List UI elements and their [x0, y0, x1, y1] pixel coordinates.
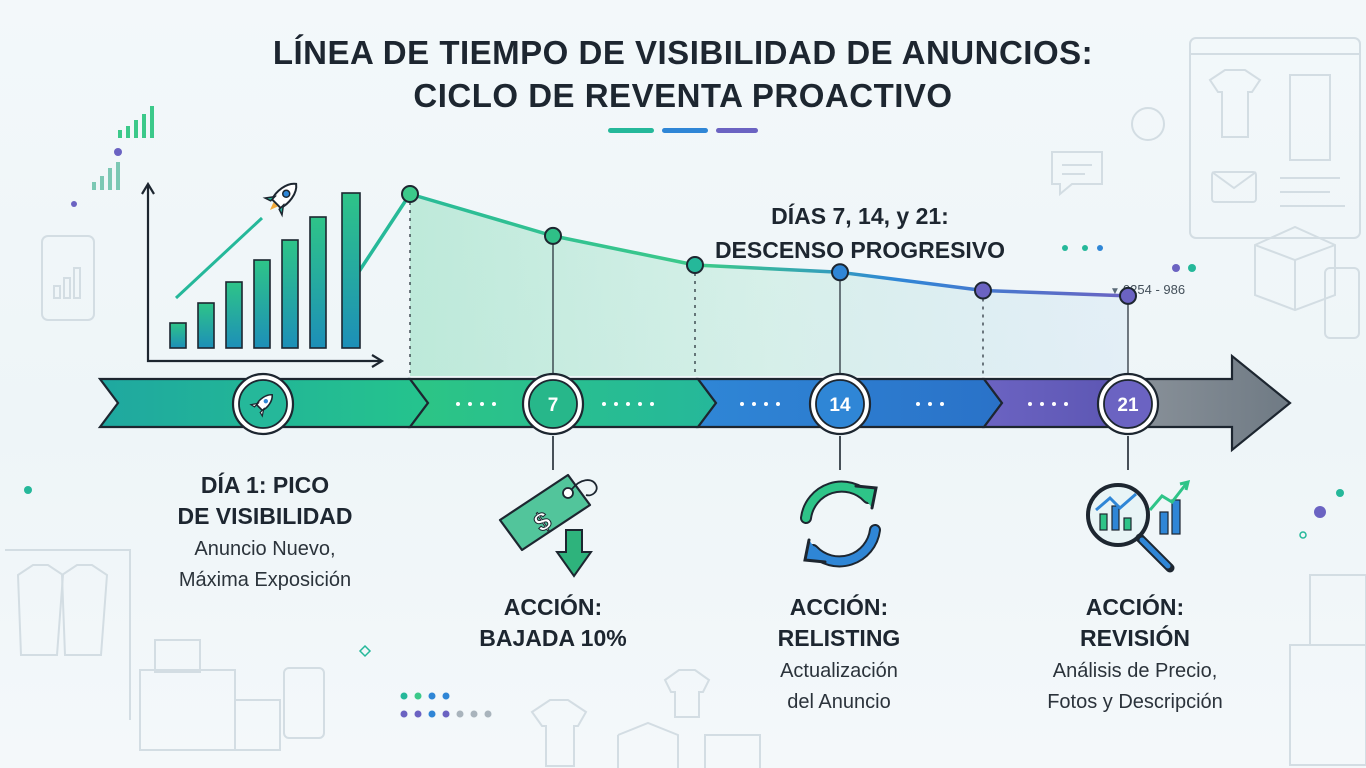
mail-icon [1211, 171, 1257, 203]
triangle-icon: ▼ [1110, 286, 1120, 297]
stage-day21: ACCIÓN: REVISIÓN Análisis de Precio, Fot… [1000, 592, 1270, 718]
curve-point [686, 256, 704, 274]
reference-code: ▼0254 - 986 [1110, 282, 1185, 297]
curve-point [974, 281, 992, 300]
whatsapp-icon [1131, 107, 1165, 141]
curve-drop-lines [409, 202, 1129, 376]
tshirt-icon [1208, 69, 1262, 138]
curve-points [401, 185, 1137, 305]
box-icon [1254, 225, 1336, 312]
stage-day7-heading-line1: ACCIÓN: [503, 594, 603, 620]
stage-day21-desc-line2: Fotos y Descripción [1047, 691, 1223, 713]
stage-day14-heading-line2: RELISTING [777, 625, 901, 651]
clothes-rack-icon [5, 549, 131, 720]
curve-point [1119, 286, 1137, 305]
phone-chart-icon [41, 235, 95, 321]
timeline-node-day7: 7 [521, 372, 585, 436]
curve-point [831, 263, 849, 282]
reference-code-text: 0254 - 986 [1122, 282, 1186, 297]
node-rocket-icon [249, 394, 273, 418]
decorative-dots [24, 148, 1344, 718]
signal-bars-icon [118, 106, 154, 138]
stage-day7-heading-line2: BAJADA 10% [479, 625, 627, 651]
curve-point [544, 226, 562, 245]
stage-day1-heading-line2: DE VISIBILIDAD [177, 503, 353, 529]
phone-icon [1324, 267, 1360, 339]
stage-day14-heading-line1: ACCIÓN: [789, 594, 889, 620]
rocket-icon [262, 182, 298, 218]
stage-day1-desc-line1: Anuncio Nuevo, [194, 538, 336, 560]
signal-bars-small-icon [92, 162, 120, 190]
chat-icon [1051, 151, 1103, 197]
stage-day1: DÍA 1: PICO DE VISIBILIDAD Anuncio Nuevo… [150, 470, 380, 596]
garment-icon [1289, 74, 1331, 161]
stage-day1-heading-line1: DÍA 1: PICO [200, 472, 330, 498]
stage-day21-heading-line1: ACCIÓN: [1085, 594, 1185, 620]
node-label-7: 7 [548, 395, 559, 416]
phase-subtitle-line2: DESCENSO PROGRESIVO [714, 237, 1006, 263]
timeline-node-day1 [231, 372, 295, 436]
stage-day7: ACCIÓN: BAJADA 10% [438, 592, 668, 654]
stage-day14-desc-line2: del Anuncio [787, 691, 891, 713]
page-title-line2: CICLO DE REVENTA PROACTIVO [413, 77, 953, 114]
node-label-14: 14 [829, 395, 851, 416]
curve-point [401, 185, 419, 203]
stage-day14-desc-line1: Actualización [780, 660, 898, 682]
visibility-area [410, 194, 1128, 376]
tshirt-outline-icon [530, 699, 588, 767]
stage-day14: ACCIÓN: RELISTING Actualización del Anun… [724, 592, 954, 718]
phase-subtitle: DÍAS 7, 14, y 21: DESCENSO PROGRESIVO [660, 199, 1060, 267]
title-underline [608, 128, 758, 133]
rising-bar-chart-icon [141, 181, 385, 368]
timeline-node-day14: 14 [808, 372, 872, 436]
timeline-node-day21: 21 [1096, 372, 1160, 436]
magnifier-analysis-icon [1086, 479, 1191, 573]
node-connectors [552, 436, 1129, 470]
stage-day21-desc-line1: Análisis de Precio, [1052, 660, 1218, 682]
page-title: LÍNEA DE TIEMPO DE VISIBILIDAD DE ANUNCI… [272, 34, 1094, 71]
stage-day21-heading-line2: REVISIÓN [1080, 625, 1190, 651]
browser-window-icon [1189, 37, 1361, 239]
phase-subtitle-line1: DÍAS 7, 14, y 21: [771, 203, 949, 229]
stage-day1-desc-line2: Máxima Exposición [178, 569, 352, 591]
timeline-dots [456, 402, 1068, 406]
refresh-arrows-icon [800, 480, 881, 568]
node-label-21: 21 [1117, 395, 1139, 416]
price-tag-down-icon: $ [498, 473, 598, 578]
